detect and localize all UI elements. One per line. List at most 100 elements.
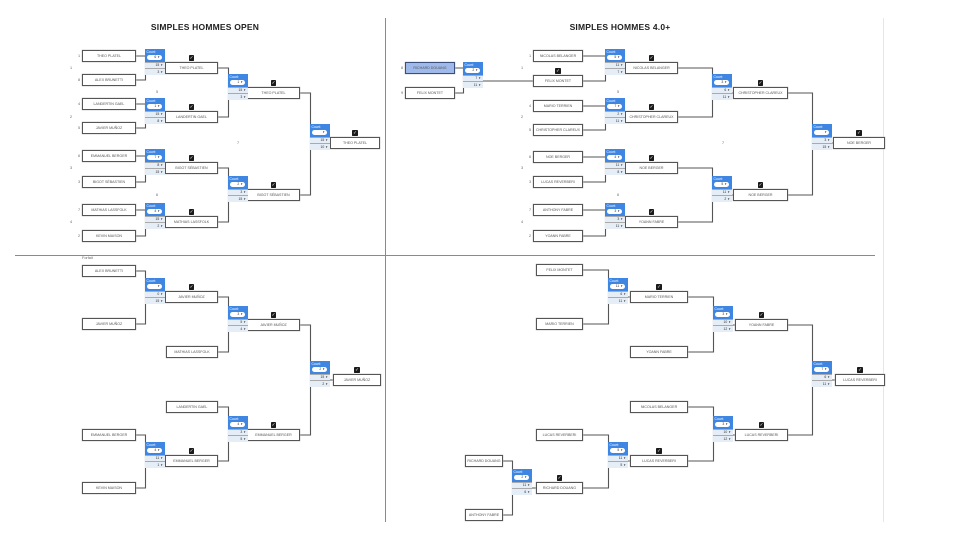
score-select[interactable]: 8▼ [145, 117, 165, 124]
checkbox-checked-icon[interactable]: ✓ [856, 130, 862, 136]
score-select[interactable]: 11▼ [605, 222, 625, 229]
checkbox-checked-icon[interactable]: ✓ [648, 104, 655, 110]
score-select[interactable]: 5▼ [228, 318, 248, 326]
score-select[interactable]: 15▼ [145, 110, 165, 118]
court-select[interactable]: 7▼ [606, 104, 622, 109]
court-select[interactable]: 3▼ [713, 80, 729, 85]
checkbox-checked-icon[interactable]: ✓ [188, 284, 195, 290]
player-slot[interactable]: ANTHONY FABRE [533, 204, 583, 216]
score-select[interactable]: 3▼ [228, 428, 248, 436]
player-slot[interactable]: FELIX MONTET [405, 87, 455, 99]
player-slot[interactable]: BIGOT SÉBASTIEN [165, 162, 218, 174]
player-slot[interactable]: MARIO TERRIEN [533, 100, 583, 112]
score-select[interactable]: 11▼ [712, 188, 732, 196]
checkbox-checked-icon[interactable]: ✓ [757, 182, 764, 188]
court-select[interactable]: 2▼ [513, 475, 529, 480]
player-slot[interactable]: KEVIN MAISON [82, 482, 136, 494]
score-select[interactable]: 10▼ [713, 428, 733, 436]
player-slot[interactable]: RICHARD DOUANG [405, 62, 455, 74]
score-select[interactable]: 3▼ [228, 188, 248, 196]
score-select[interactable]: 5▼ [228, 435, 248, 442]
score-select[interactable]: 6▼ [608, 290, 628, 298]
player-slot[interactable]: KEVIN MAISON [82, 230, 136, 242]
score-select[interactable]: 2▼ [712, 195, 732, 202]
player-slot[interactable]: ALEX BRUNETTI [82, 74, 136, 86]
court-select[interactable]: 6▼ [146, 55, 162, 60]
player-slot[interactable]: NOE BERGER [833, 137, 885, 149]
player-slot[interactable]: NOE BERGER [625, 162, 678, 174]
player-slot[interactable]: BIGOT SÉBASTIEN [247, 189, 300, 201]
score-select[interactable]: 3▼ [228, 93, 248, 100]
score-select[interactable]: 15▼ [310, 136, 330, 144]
player-slot[interactable]: MATHIAS LASSFOLK [165, 216, 218, 228]
score-select[interactable]: 15▼ [145, 215, 165, 223]
court-select[interactable]: 4▼ [146, 448, 162, 453]
score-select[interactable]: 11▼ [605, 161, 625, 169]
score-select[interactable]: 15▼ [228, 86, 248, 94]
score-select[interactable]: 8▼ [145, 161, 165, 169]
player-slot[interactable]: LUCAS REVERBERI [835, 374, 885, 386]
score-select[interactable]: 11▼ [463, 81, 483, 88]
score-select[interactable]: 15▼ [310, 373, 330, 381]
player-slot[interactable]: YOANN FABRE [625, 216, 678, 228]
player-slot[interactable]: FELIX MONTET [533, 75, 583, 87]
checkbox-checked-icon[interactable]: ✓ [188, 448, 195, 454]
checkbox-checked-icon[interactable]: ✓ [556, 475, 563, 481]
score-select[interactable]: 12▼ [713, 435, 733, 442]
player-slot[interactable]: JAVIER MUÑOZ [333, 374, 381, 386]
score-select[interactable]: 11▼ [145, 454, 165, 462]
player-slot[interactable]: LUCAS REVERBERI [536, 429, 583, 441]
player-slot[interactable]: MARIO TERRIEN [630, 291, 688, 303]
score-select[interactable]: 2▼ [310, 380, 330, 387]
player-slot[interactable]: RICHARD DOUANG [465, 455, 503, 467]
court-select[interactable]: ▼ [813, 130, 829, 135]
checkbox-checked-icon[interactable]: ✓ [188, 209, 195, 215]
court-select[interactable]: 4▼ [146, 209, 162, 214]
player-slot[interactable]: NOE BERGER [533, 151, 583, 163]
score-select[interactable]: 12▼ [713, 325, 733, 332]
player-slot[interactable]: MATHIAS LASSFOLK [82, 204, 136, 216]
court-select[interactable]: 3▼ [606, 209, 622, 214]
checkbox-checked-icon[interactable]: ✓ [270, 182, 277, 188]
court-select[interactable]: 3▼ [714, 422, 730, 427]
player-slot[interactable]: JAVIER MUÑOZ [247, 319, 300, 331]
court-select[interactable]: 3▼ [229, 312, 245, 317]
court-select[interactable]: 5▼ [609, 448, 625, 453]
player-slot[interactable]: JAVIER MUÑOZ [82, 318, 136, 330]
checkbox-checked-icon[interactable]: ✓ [757, 80, 764, 86]
score-select[interactable]: 11▼ [512, 481, 532, 489]
checkbox-checked-icon[interactable]: ✓ [656, 284, 662, 290]
player-slot[interactable]: THEO PLATEL [82, 50, 136, 62]
player-slot[interactable]: FELIX MONTET [536, 264, 583, 276]
player-slot[interactable]: BIGOT SÉBASTIEN [82, 176, 136, 188]
checkbox-checked-icon[interactable]: ✓ [648, 155, 655, 161]
score-select[interactable]: 6▼ [712, 86, 732, 94]
court-select[interactable]: 2▼ [311, 367, 327, 372]
court-select[interactable]: 4▼ [606, 155, 622, 160]
player-slot[interactable]: EMMANUEL BERGER [82, 150, 136, 162]
checkbox-checked-icon[interactable]: ✓ [758, 422, 765, 428]
player-slot[interactable]: THEO PLATEL [330, 137, 380, 149]
player-slot[interactable]: MATHIAS LASSFOLK [166, 346, 218, 358]
score-select[interactable]: 8▼ [605, 168, 625, 175]
score-select[interactable]: 15▼ [228, 195, 248, 202]
player-slot[interactable]: LUCAS REVERBERI [735, 429, 788, 441]
checkbox-checked-icon[interactable]: ✓ [656, 448, 662, 454]
court-select[interactable]: 11▼ [609, 284, 625, 289]
checkbox-checked-icon[interactable]: ✓ [270, 80, 277, 86]
player-slot[interactable]: EMMANUEL BERGER [165, 455, 218, 467]
score-select[interactable]: 7▼ [463, 74, 483, 82]
player-slot[interactable]: THEO PLATEL [165, 62, 218, 74]
score-select[interactable]: 2▼ [605, 110, 625, 118]
player-slot[interactable]: NICOLAS BELANGER [625, 62, 678, 74]
player-slot[interactable]: LUCAS REVERBERI [630, 455, 688, 467]
checkbox-checked-icon[interactable]: ✓ [188, 104, 195, 110]
player-slot[interactable]: JAVIER MUÑOZ [165, 291, 218, 303]
score-select[interactable]: 2▼ [145, 222, 165, 229]
score-select[interactable]: 11▼ [812, 380, 832, 387]
checkbox-checked-icon[interactable]: ✓ [758, 312, 765, 318]
score-select[interactable]: 15▼ [812, 143, 832, 150]
checkbox-checked-icon[interactable]: ✓ [648, 209, 655, 215]
score-select[interactable]: 11▼ [608, 454, 628, 462]
player-slot[interactable]: YOANN FABRE [533, 230, 583, 242]
